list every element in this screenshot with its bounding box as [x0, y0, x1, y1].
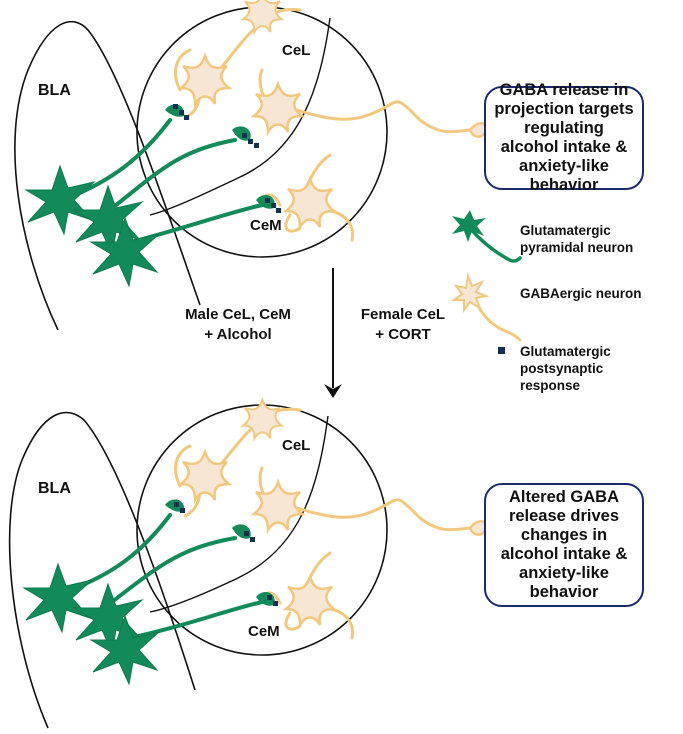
postsynaptic-response [173, 104, 281, 213]
legend-gabaergic-icon [451, 272, 522, 342]
bla-label: BLA [38, 82, 71, 99]
condition-male: Male CeL, CeM + Alcohol [185, 306, 291, 343]
gabaergic-soma [284, 177, 336, 229]
postsynaptic-response [174, 502, 278, 606]
output-box-top-text: GABA release in projection targets regul… [494, 81, 634, 194]
cem-label: CeM [248, 623, 280, 640]
gabaergic-soma [179, 54, 231, 106]
legend-postsynaptic-icon [498, 347, 505, 354]
output-box-top: GABA release in projection targets regul… [484, 81, 644, 194]
cea-circle [136, 404, 388, 656]
legend [451, 210, 522, 354]
gabaergic-soma [179, 450, 231, 502]
legend-gabaergic-label: GABAergic neuron [520, 286, 642, 301]
transition-arrow [324, 268, 342, 398]
output-box-bottom-text: Altered GABA release drives changes in a… [500, 488, 628, 601]
legend-postsynaptic-label: Glutamatergic postsynaptic response [520, 344, 611, 393]
output-box-bottom: Altered GABA release drives changes in a… [484, 483, 644, 607]
glutamatergic-soma [25, 165, 95, 235]
cem-label: CeM [250, 217, 282, 234]
bla-label: BLA [38, 480, 71, 497]
legend-glutamatergic-label: Glutamatergic pyramidal neuron [520, 223, 634, 255]
condition-female: Female CeL + CORT [360, 306, 446, 343]
cel-cem-divider [149, 415, 329, 613]
bottom-panel: BLA CeL CeM [8, 398, 488, 729]
bla-boundary [14, 20, 201, 331]
top-panel: BLA CeL CeM [14, 0, 488, 331]
gabaergic-soma [242, 0, 283, 34]
gabaergic-soma [284, 575, 336, 627]
legend-glutamatergic-icon [452, 210, 522, 263]
cel-label: CeL [282, 42, 310, 59]
glutamatergic-soma [23, 563, 93, 633]
cel-label: CeL [282, 437, 310, 454]
cel-cem-divider [149, 17, 331, 216]
bla-boundary [8, 411, 196, 729]
